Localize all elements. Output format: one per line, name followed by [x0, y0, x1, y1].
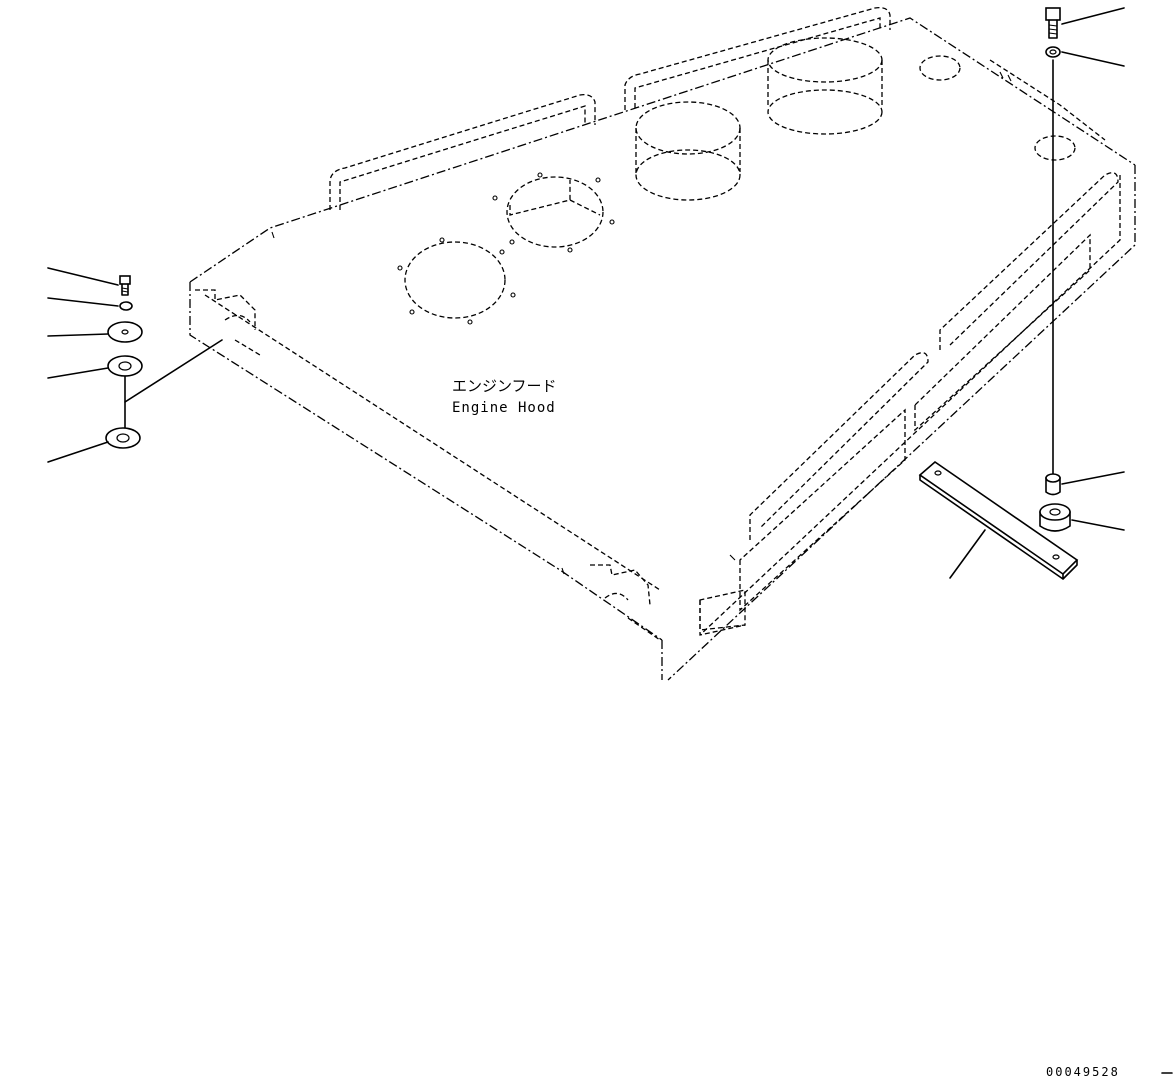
side-openings	[699, 233, 1091, 631]
hood-label-japanese: エンジンフード	[452, 377, 557, 395]
strap-leader	[949, 529, 986, 579]
left-cushion-lower	[105, 427, 141, 449]
drawing-number: 00049528	[1046, 1065, 1120, 1079]
right-washer	[1045, 46, 1061, 58]
side-rail-upper	[939, 172, 1119, 350]
stack-opening-front	[635, 101, 741, 201]
handrail-right	[624, 7, 891, 110]
right-reference-leaders	[1061, 7, 1125, 531]
left-reference-leaders	[47, 267, 119, 463]
right-fastener-stack	[1039, 7, 1071, 532]
left-stack-leader-to-hood	[124, 339, 223, 403]
bolted-opening-left	[397, 237, 516, 325]
left-spring-washer	[119, 301, 133, 311]
hood-label-english: Engine Hood	[452, 400, 556, 416]
hood-bracket-left	[195, 289, 261, 356]
edge-marks	[271, 71, 1012, 575]
left-bolt	[119, 275, 131, 296]
left-flat-washer	[107, 321, 143, 343]
handrail-left	[329, 94, 596, 210]
left-cushion-upper	[107, 355, 143, 377]
left-fastener-stack	[105, 275, 223, 449]
hood-bracket-right	[590, 564, 661, 641]
right-bolt	[1045, 7, 1061, 39]
side-rail-lower	[749, 352, 929, 540]
bolted-opening-right	[492, 172, 615, 253]
engine-hood	[189, 17, 1136, 681]
stack-opening-rear	[767, 37, 883, 135]
right-collar	[1045, 473, 1061, 496]
small-openings	[919, 55, 1076, 161]
strap-plate	[918, 460, 1079, 580]
right-cushion	[1039, 503, 1071, 532]
